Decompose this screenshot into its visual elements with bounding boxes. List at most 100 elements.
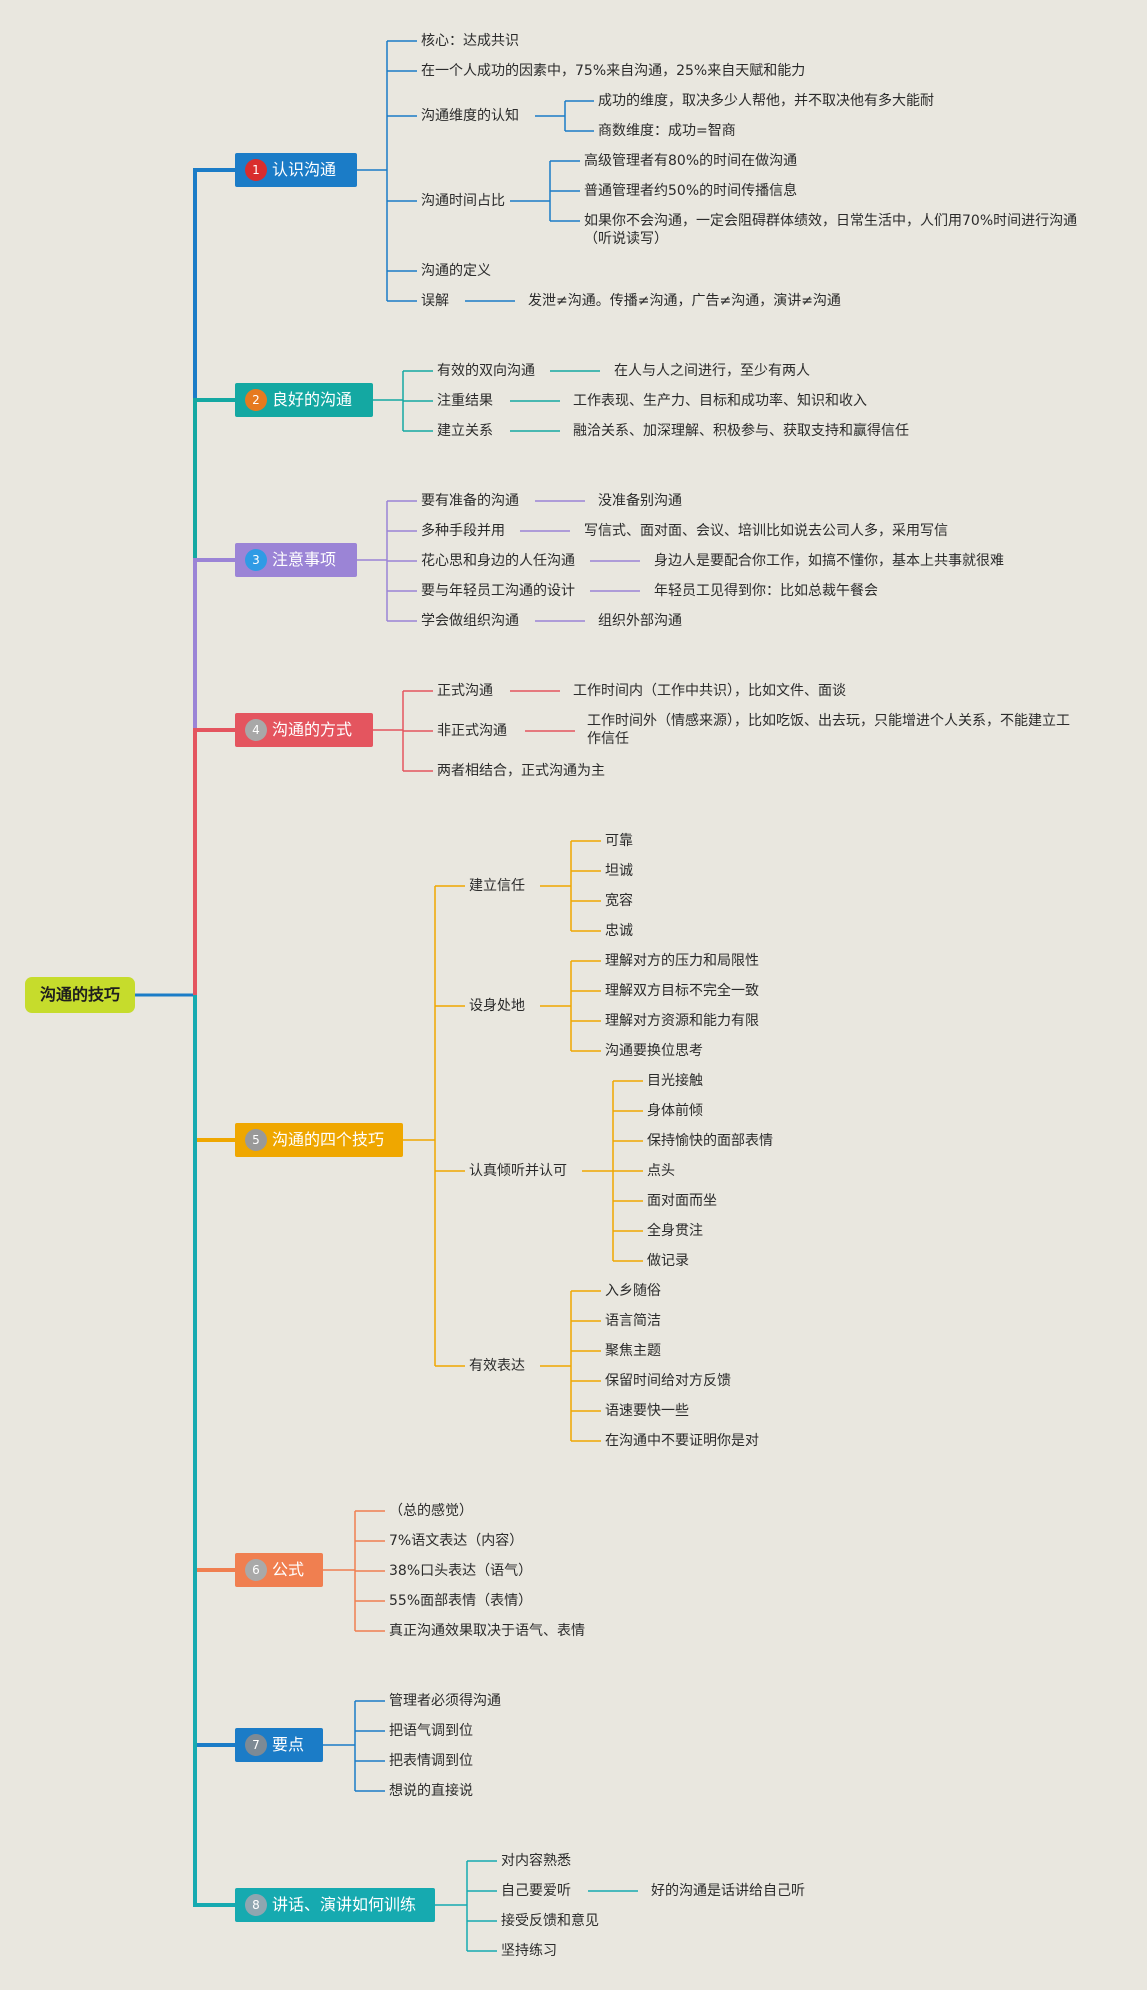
node-1-3[interactable]: 沟通维度的认知	[421, 108, 519, 124]
node-5-1[interactable]: 建立信任	[469, 878, 525, 894]
topic-6[interactable]: 6 公式	[235, 1553, 323, 1587]
node-5-1-4[interactable]: 忠诚	[605, 923, 633, 939]
node-3-5-1[interactable]: 组织外部沟通	[598, 613, 682, 629]
node-1-4-2[interactable]: 普通管理者约50%的时间传播信息	[584, 183, 798, 199]
node-6-4[interactable]: 55%面部表情（表情）	[389, 1593, 533, 1609]
node-3-2-1[interactable]: 写信式、面对面、会议、培训比如说去公司人多，采用写信	[584, 523, 948, 539]
root-topic[interactable]: 沟通的技巧	[25, 977, 135, 1013]
node-5-1-3[interactable]: 宽容	[605, 893, 633, 909]
node-6-2[interactable]: 7%语文表达（内容）	[389, 1533, 524, 1549]
node-4-1[interactable]: 正式沟通	[437, 683, 493, 699]
topic-label: 良好的沟通	[272, 390, 353, 409]
node-5-3[interactable]: 认真倾听并认可	[469, 1163, 567, 1179]
trunk-branch-6	[193, 995, 235, 1572]
node-7-4[interactable]: 想说的直接说	[389, 1783, 473, 1799]
topic-label: 公式	[272, 1560, 305, 1579]
node-5-3-1[interactable]: 目光接触	[647, 1073, 703, 1089]
node-1-4-1[interactable]: 高级管理者有80%的时间在做沟通	[584, 153, 798, 169]
node-5-2-3[interactable]: 理解对方资源和能力有限	[605, 1013, 759, 1029]
node-1-6-1[interactable]: 发泄≠沟通。传播≠沟通，广告≠沟通，演讲≠沟通	[528, 293, 841, 309]
node-7-2[interactable]: 把语气调到位	[389, 1723, 473, 1739]
node-7-3[interactable]: 把表情调到位	[389, 1753, 473, 1769]
node-5-1-1[interactable]: 可靠	[605, 833, 633, 849]
node-5-4-4[interactable]: 保留时间给对方反馈	[605, 1373, 731, 1389]
node-2-2[interactable]: 注重结果	[437, 393, 493, 409]
node-5-3-4[interactable]: 点头	[647, 1163, 675, 1179]
node-5-4-1[interactable]: 入乡随俗	[605, 1283, 661, 1299]
node-1-6[interactable]: 误解	[421, 293, 449, 309]
trunk-branch-4	[193, 728, 235, 995]
node-8-4[interactable]: 坚持练习	[501, 1943, 557, 1959]
node-8-2-1[interactable]: 好的沟通是话讲给自己听	[651, 1883, 805, 1899]
node-5-2[interactable]: 设身处地	[469, 998, 525, 1014]
node-5-2-4[interactable]: 沟通要换位思考	[605, 1043, 703, 1059]
node-2-1-1[interactable]: 在人与人之间进行，至少有两人	[614, 363, 810, 379]
topic-8[interactable]: 8 讲话、演讲如何训练	[235, 1888, 435, 1922]
topic-number-badge: 6	[245, 1559, 267, 1581]
node-3-1-1[interactable]: 没准备别沟通	[598, 493, 682, 509]
node-3-1[interactable]: 要有准备的沟通	[421, 493, 519, 509]
trunk-branch-8	[193, 995, 235, 1907]
node-5-4[interactable]: 有效表达	[469, 1358, 525, 1374]
node-3-5[interactable]: 学会做组织沟通	[421, 613, 519, 629]
node-3-4[interactable]: 要与年轻员工沟通的设计	[421, 583, 575, 599]
node-5-3-3[interactable]: 保持愉快的面部表情	[647, 1133, 773, 1149]
node-4-1-1[interactable]: 工作时间内（工作中共识），比如文件、面谈	[573, 683, 846, 699]
topic-number-badge: 8	[245, 1894, 267, 1916]
node-4-2[interactable]: 非正式沟通	[437, 723, 507, 739]
node-3-3-1[interactable]: 身边人是要配合你工作，如搞不懂你，基本上共事就很难	[654, 553, 1004, 569]
trunk-branch-5	[193, 995, 235, 1142]
topic-label: 讲话、演讲如何训练	[272, 1895, 417, 1914]
node-5-3-7[interactable]: 做记录	[647, 1253, 689, 1269]
node-3-3[interactable]: 花心思和身边的人任沟通	[421, 553, 575, 569]
topic-7[interactable]: 7 要点	[235, 1728, 323, 1762]
topic-number-badge: 1	[245, 159, 267, 181]
trunk-branch-3	[193, 558, 235, 995]
node-1-4[interactable]: 沟通时间占比	[421, 193, 505, 209]
node-4-2-1[interactable]: 工作时间外（情感来源），比如吃饭、出去玩，只能增进个人关系，不能建立工作信任	[587, 713, 1070, 747]
node-1-3-1[interactable]: 成功的维度，取决多少人帮他，并不取决他有多大能耐	[598, 93, 934, 109]
node-5-2-1[interactable]: 理解对方的压力和局限性	[605, 953, 759, 969]
node-5-1-2[interactable]: 坦诚	[605, 863, 633, 879]
node-2-2-1[interactable]: 工作表现、生产力、目标和成功率、知识和收入	[573, 393, 867, 409]
topic-4[interactable]: 4 沟通的方式	[235, 713, 373, 747]
topic-number-badge: 5	[245, 1129, 267, 1151]
node-1-5[interactable]: 沟通的定义	[421, 263, 491, 279]
node-2-3[interactable]: 建立关系	[437, 423, 493, 439]
node-6-3[interactable]: 38%口头表达（语气）	[389, 1563, 533, 1579]
node-5-4-3[interactable]: 聚焦主题	[605, 1343, 661, 1359]
node-5-4-6[interactable]: 在沟通中不要证明你是对	[605, 1433, 759, 1449]
node-8-3[interactable]: 接受反馈和意见	[501, 1913, 599, 1929]
node-5-3-2[interactable]: 身体前倾	[647, 1103, 703, 1119]
node-1-1[interactable]: 核心：达成共识	[421, 33, 519, 49]
node-8-2[interactable]: 自己要爱听	[501, 1883, 571, 1899]
topic-2[interactable]: 2 良好的沟通	[235, 383, 373, 417]
node-1-2[interactable]: 在一个人成功的因素中，75%来自沟通，25%来自天赋和能力	[421, 63, 806, 79]
node-6-5[interactable]: 真正沟通效果取决于语气、表情	[389, 1623, 585, 1639]
node-4-3[interactable]: 两者相结合，正式沟通为主	[437, 763, 605, 779]
node-3-2[interactable]: 多种手段并用	[421, 523, 505, 539]
topic-label: 沟通的方式	[272, 720, 353, 739]
node-8-1[interactable]: 对内容熟悉	[501, 1853, 571, 1869]
topic-1[interactable]: 1 认识沟通	[235, 153, 357, 187]
node-1-4-3[interactable]: 如果你不会沟通，一定会阻碍群体绩效，日常生活中，人们用70%时间进行沟通（听说读…	[584, 213, 1078, 247]
node-6-1[interactable]: （总的感觉）	[389, 1503, 473, 1519]
topic-number-badge: 7	[245, 1734, 267, 1756]
topic-number-badge: 3	[245, 549, 267, 571]
topic-5[interactable]: 5 沟通的四个技巧	[235, 1123, 403, 1157]
node-5-4-5[interactable]: 语速要快一些	[605, 1403, 689, 1419]
node-2-1[interactable]: 有效的双向沟通	[437, 363, 535, 379]
node-2-3-1[interactable]: 融洽关系、加深理解、积极参与、获取支持和赢得信任	[573, 423, 909, 439]
trunk-branch-7	[193, 995, 235, 1747]
node-5-4-2[interactable]: 语言简洁	[605, 1313, 661, 1329]
node-3-4-1[interactable]: 年轻员工见得到你：比如总裁午餐会	[654, 583, 878, 599]
node-7-1[interactable]: 管理者必须得沟通	[389, 1693, 501, 1709]
node-5-2-2[interactable]: 理解双方目标不完全一致	[605, 983, 759, 999]
node-5-3-5[interactable]: 面对面而坐	[647, 1193, 717, 1209]
topic-label: 沟通的四个技巧	[272, 1130, 385, 1149]
node-5-3-6[interactable]: 全身贯注	[647, 1223, 703, 1239]
topic-3[interactable]: 3 注意事项	[235, 543, 357, 577]
node-1-3-2[interactable]: 商数维度：成功=智商	[598, 123, 736, 139]
